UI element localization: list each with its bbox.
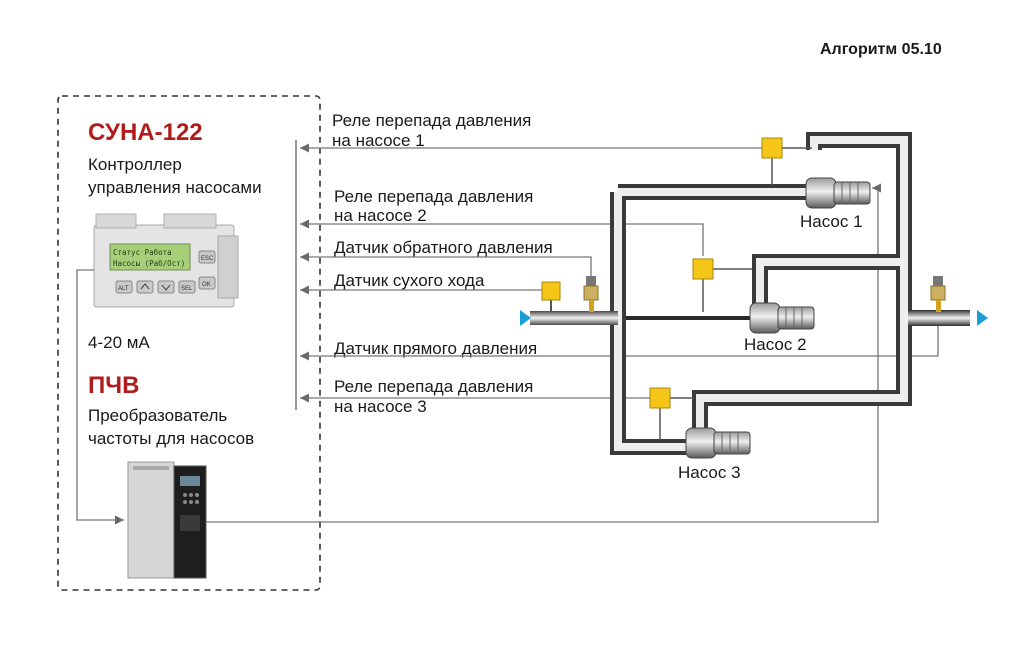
controller-key-esc: ESC [201, 256, 214, 262]
controller-key-sel: SEL [181, 286, 193, 292]
relay-pump1 [761, 137, 812, 185]
controller-lcd-line2: Насосы (Раб/Ост) [113, 259, 185, 268]
relay1-label-line1: Реле перепада давления [332, 111, 531, 130]
up-arrow-icon [140, 283, 150, 290]
down-arrow-icon [161, 284, 171, 291]
controller-lcd-line1: Статус Работа [113, 248, 172, 257]
return-pressure-wire [300, 252, 592, 276]
converter-output-wire [206, 183, 882, 523]
controller-desc-line2: управления насосами [88, 178, 262, 197]
algorithm-title: Алгоритм 05.10 [820, 41, 942, 58]
controller-key-ok: OK [202, 282, 211, 288]
dry-run-sensor [541, 281, 561, 312]
relay3-label-line2: на насосе 3 [334, 397, 427, 416]
pump3-icon [685, 427, 751, 459]
return-pressure-label: Датчик обратного давления [334, 238, 553, 257]
relay-pump2 [692, 258, 752, 312]
pump2-icon [749, 302, 815, 334]
relay1-label-line2: на насосе 1 [332, 131, 425, 150]
converter-desc-line2: частоты для насосов [88, 429, 254, 448]
converter-desc-line1: Преобразователь [88, 406, 227, 425]
dry-run-label: Датчик сухого хода [334, 271, 485, 290]
controller-device: Статус Работа Насосы (Раб/Ост) ALT SEL E… [93, 213, 239, 308]
controller-to-converter-wire [76, 269, 124, 525]
inlet-flow-arrow-icon [520, 310, 531, 326]
controller-key-alt: ALT [118, 286, 129, 292]
pump1-icon [805, 177, 871, 209]
relay2-wire [300, 219, 704, 256]
supply-pressure-label: Датчик прямого давления [334, 339, 537, 358]
pump1-label: Насос 1 [800, 212, 863, 231]
controller-desc-line1: Контроллер [88, 155, 182, 174]
supply-pressure-sensor [930, 276, 946, 312]
relay2-label-line2: на насосе 2 [334, 206, 427, 225]
relay-pump3 [649, 387, 694, 440]
frequency-converter-device [127, 461, 207, 579]
outlet-flow-arrow-icon [977, 310, 988, 326]
controller-name: СУНА-122 [88, 119, 203, 146]
pump2-label: Насос 2 [744, 335, 807, 354]
relay3-label-line1: Реле перепада давления [334, 377, 533, 396]
return-pressure-sensor [583, 276, 599, 312]
signal-label: 4-20 мА [88, 333, 150, 352]
pipe-network [530, 132, 970, 455]
pump3-label: Насос 3 [678, 463, 741, 482]
control-cabinet-frame [57, 95, 321, 591]
converter-name: ПЧВ [88, 372, 139, 399]
relay2-label-line1: Реле перепада давления [334, 187, 533, 206]
